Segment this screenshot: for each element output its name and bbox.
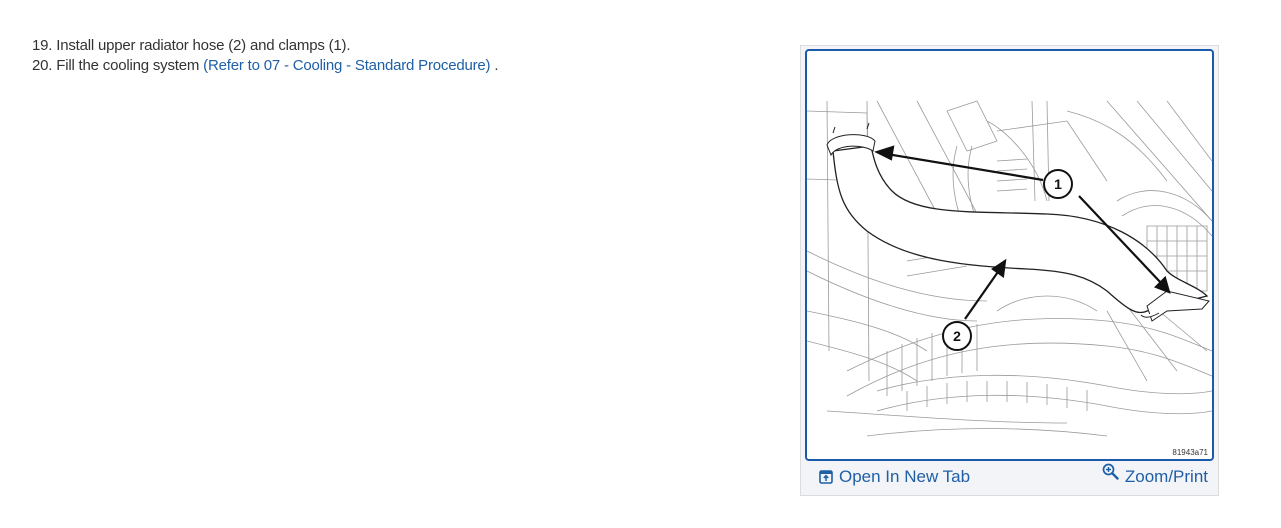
- procedure-steps: 19. Install upper radiator hose (2) and …: [32, 36, 498, 76]
- figure-container: 1 2 81943a71 Open In New Tab: [800, 45, 1219, 496]
- cooling-procedure-link[interactable]: (Refer to 07 - Cooling - Standard Proced…: [203, 57, 491, 74]
- callout-2: 2: [942, 321, 972, 351]
- step-text: Install upper radiator hose (2) and clam…: [56, 37, 351, 54]
- step-19: 19. Install upper radiator hose (2) and …: [32, 36, 498, 56]
- magnifier-plus-icon: [1102, 463, 1119, 480]
- zoom-print-label: Zoom/Print: [1124, 467, 1208, 486]
- step-suffix: .: [494, 57, 499, 74]
- figure-actions: Open In New Tab Zoom/Print: [801, 461, 1218, 495]
- zoom-print-button[interactable]: Zoom/Print: [1102, 463, 1208, 487]
- step-number: 20.: [32, 57, 53, 74]
- svg-text:2: 2: [953, 328, 961, 344]
- step-number: 19.: [32, 37, 53, 54]
- svg-text:1: 1: [1054, 176, 1062, 192]
- step-20: 20. Fill the cooling system (Refer to 07…: [32, 56, 498, 76]
- callout-1: 1: [1043, 169, 1073, 199]
- open-in-new-tab-label: Open In New Tab: [839, 467, 971, 486]
- radiator-hose-illustration[interactable]: 1 2 81943a71: [805, 49, 1214, 461]
- figure-id: 81943a71: [1172, 448, 1208, 457]
- open-in-new-tab-icon: [819, 470, 833, 484]
- hose-diagram-drawing: 1 2: [807, 100, 1212, 437]
- step-text: Fill the cooling system: [56, 57, 200, 74]
- open-in-new-tab-button[interactable]: Open In New Tab: [819, 467, 970, 487]
